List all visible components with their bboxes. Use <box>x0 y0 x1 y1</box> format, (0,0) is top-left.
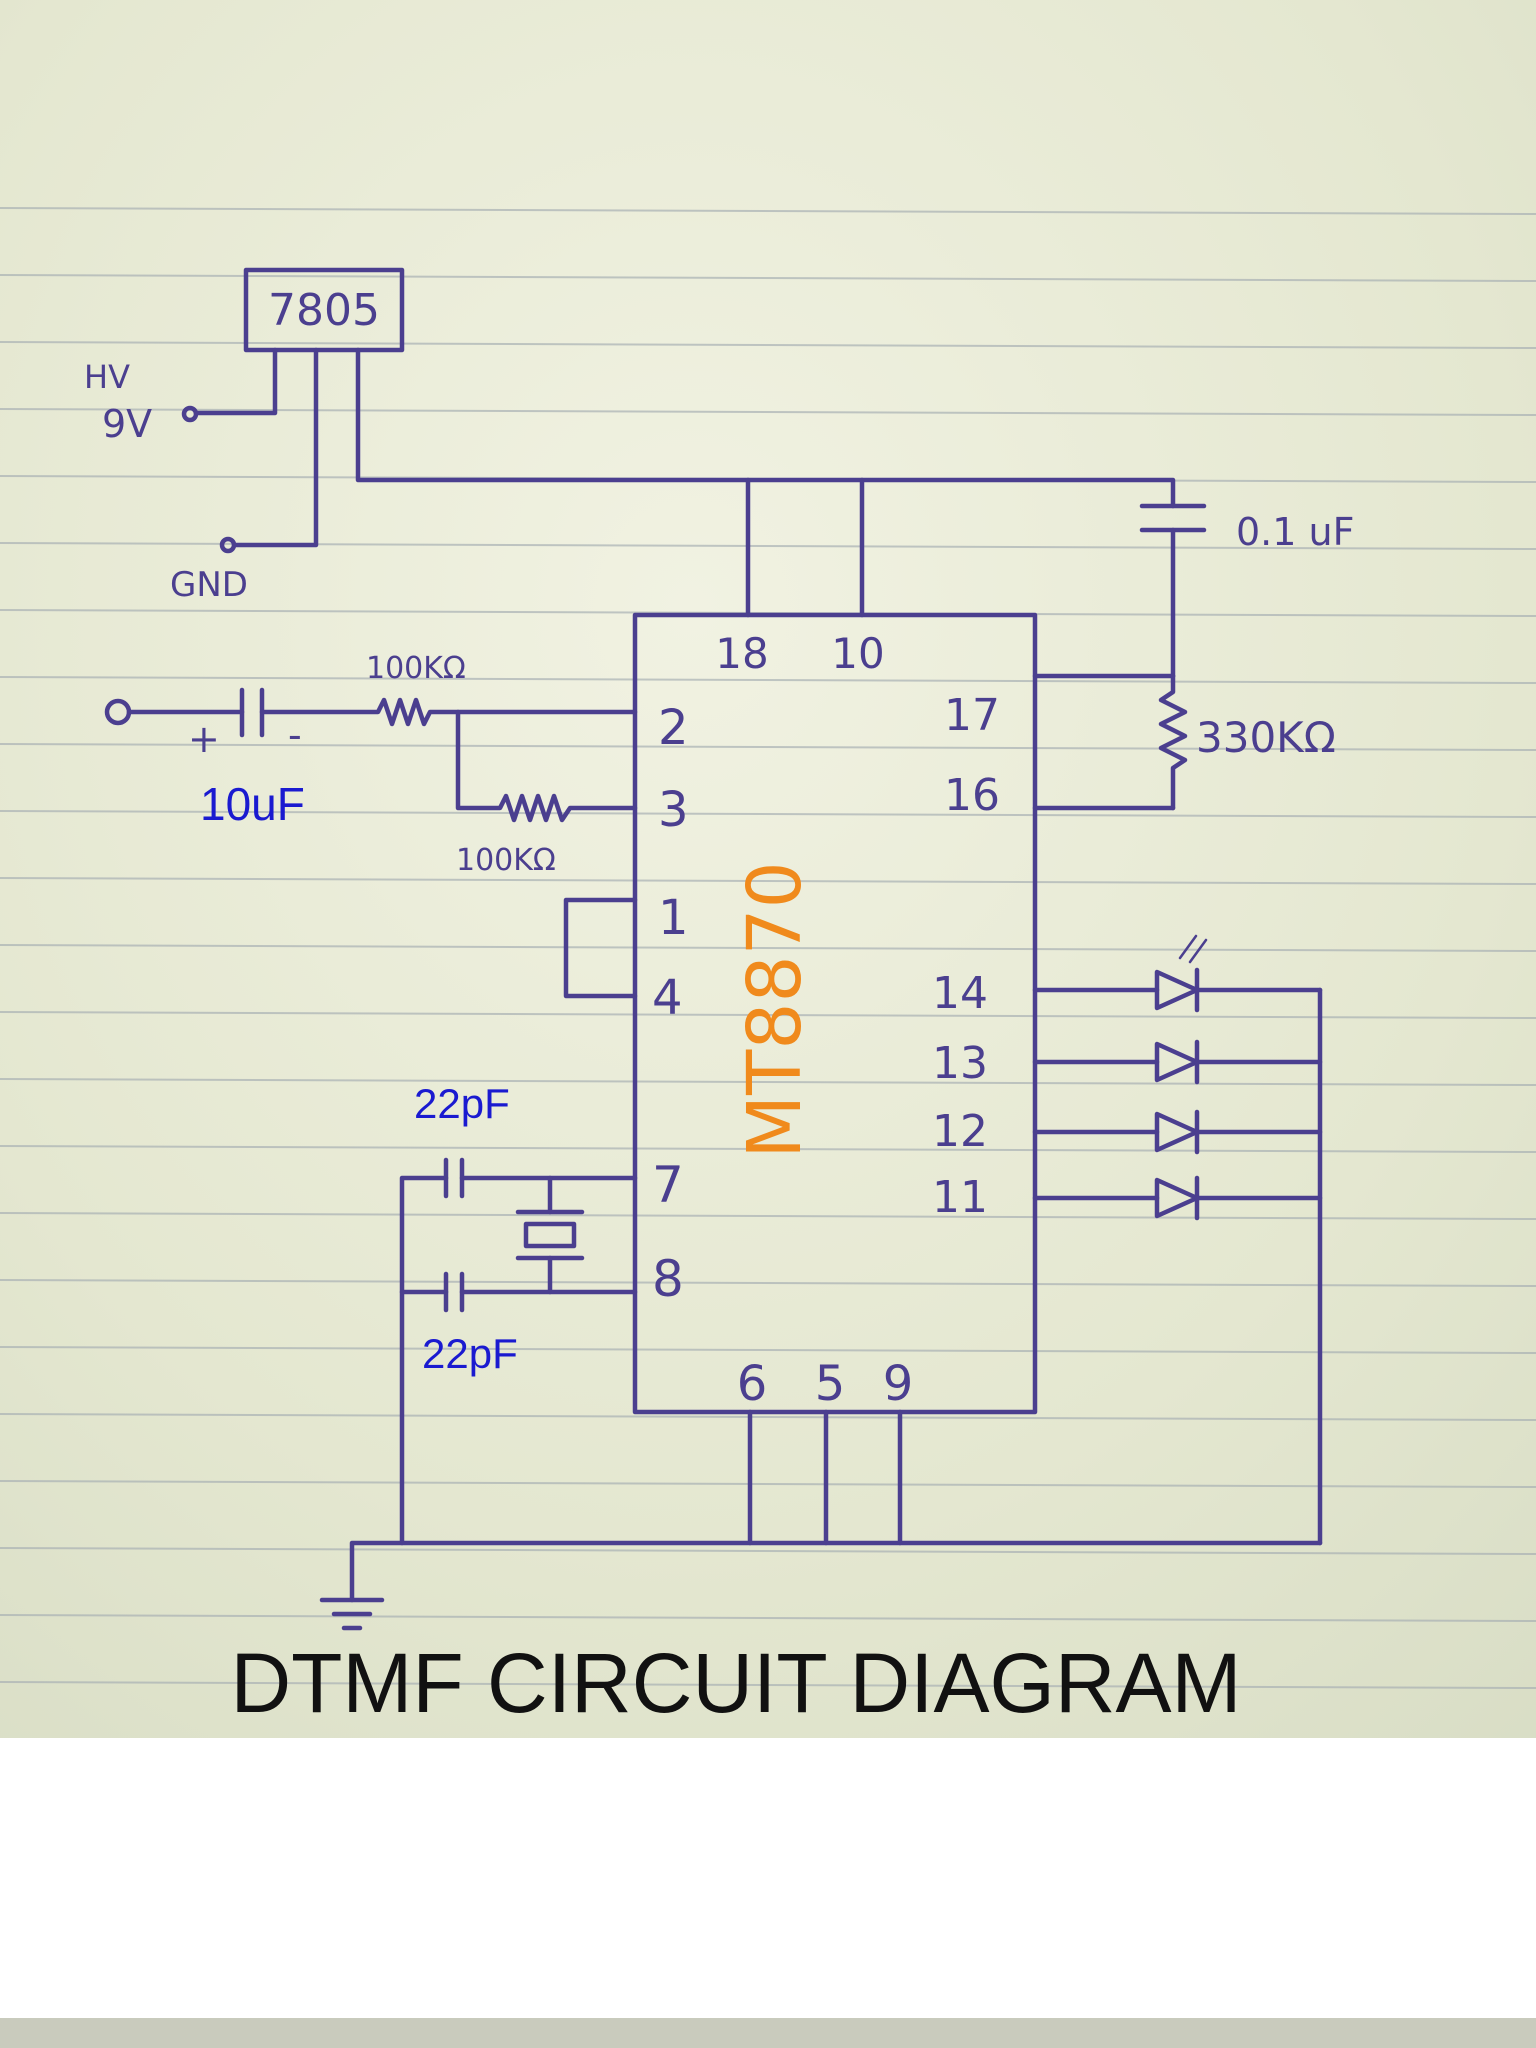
pin-numbers: 18 10 2 3 1 4 7 8 17 16 14 13 12 11 6 5 … <box>652 629 1000 1412</box>
rule-line <box>0 1212 1536 1220</box>
pin-1: 1 <box>658 890 689 946</box>
ground-bus <box>319 1409 1323 1631</box>
rule-line <box>0 341 1536 349</box>
pin-3: 3 <box>658 782 689 838</box>
rule-line <box>0 1346 1536 1354</box>
pin-13: 13 <box>932 1038 988 1089</box>
input-label-9v: 9V <box>102 402 152 446</box>
crystal-cap-2-label: 22pF <box>422 1330 518 1377</box>
pin-5: 5 <box>815 1356 846 1412</box>
cap-minus-sign: - <box>288 713 302 757</box>
capacitor-0-1uf: 0.1 uF <box>1139 503 1354 679</box>
pin-4: 4 <box>652 970 683 1026</box>
rule-line <box>0 944 1536 952</box>
resistor-fb-label: 330KΩ <box>1196 713 1336 762</box>
rule-line <box>0 1279 1536 1287</box>
rule-line <box>0 743 1536 751</box>
rule-line <box>0 1547 1536 1555</box>
rule-line <box>0 207 1536 215</box>
pin-2: 2 <box>658 700 689 756</box>
feedback-resistor: 330KΩ <box>1032 673 1336 811</box>
ic-label: MT8870 <box>732 861 818 1158</box>
pin-8: 8 <box>652 1250 684 1308</box>
crystal-oscillator: 22pF 22pF <box>399 1080 638 1546</box>
bottom-edge-strip <box>0 2018 1536 2048</box>
pin-7: 7 <box>652 1156 684 1214</box>
resistor-in-1-label: 100KΩ <box>366 651 466 686</box>
input-label-hv: HV <box>84 358 130 396</box>
rule-line <box>0 1413 1536 1421</box>
rule-line <box>0 676 1536 684</box>
notebook-page: 7805 HV 9V GND 0.1 uF MT8870 18 10 2 3 1… <box>0 0 1536 1738</box>
input-stage: + - 10uF 100KΩ 100KΩ <box>104 651 638 878</box>
pin-9: 9 <box>883 1356 914 1412</box>
ruled-lines <box>0 207 1536 1689</box>
pin-14: 14 <box>932 968 988 1019</box>
rule-line <box>0 1145 1536 1153</box>
rule-line <box>0 1681 1536 1689</box>
pin-6: 6 <box>737 1356 768 1412</box>
rule-line <box>0 1614 1536 1622</box>
cap-plus-sign: + <box>188 717 220 761</box>
power-input: HV 9V GND <box>84 347 319 605</box>
diagram-title: DTMF CIRCUIT DIAGRAM <box>230 1636 1241 1730</box>
resistor-in-2-label: 100KΩ <box>456 843 556 878</box>
pin-16: 16 <box>944 770 1000 821</box>
regulator-label: 7805 <box>268 285 380 336</box>
voltage-regulator-7805: 7805 <box>243 267 405 353</box>
cap-top-label: 0.1 uF <box>1236 510 1354 554</box>
ic-mt8870: MT8870 <box>632 612 1038 1415</box>
crystal-cap-1-label: 22pF <box>414 1080 510 1127</box>
input-cap-label: 10uF <box>200 778 305 830</box>
paper-background <box>0 0 1536 1738</box>
rule-line <box>0 877 1536 885</box>
pin-12: 12 <box>932 1106 988 1157</box>
rule-line <box>0 274 1536 282</box>
circuit-diagram: 7805 HV 9V GND 0.1 uF MT8870 18 10 2 3 1… <box>0 0 1536 1738</box>
supply-rail <box>355 347 1176 618</box>
rule-line <box>0 1078 1536 1086</box>
pin-17: 17 <box>944 690 1000 741</box>
pin-11: 11 <box>932 1172 988 1223</box>
pin1-pin4-loop <box>563 897 638 999</box>
rule-line <box>0 408 1536 416</box>
led-array <box>1032 934 1323 1546</box>
rule-line <box>0 1011 1536 1019</box>
gnd-label: GND <box>170 565 248 605</box>
rule-line <box>0 1480 1536 1488</box>
pin-10: 10 <box>831 629 884 678</box>
rule-line <box>0 810 1536 818</box>
pin-18: 18 <box>715 629 768 678</box>
